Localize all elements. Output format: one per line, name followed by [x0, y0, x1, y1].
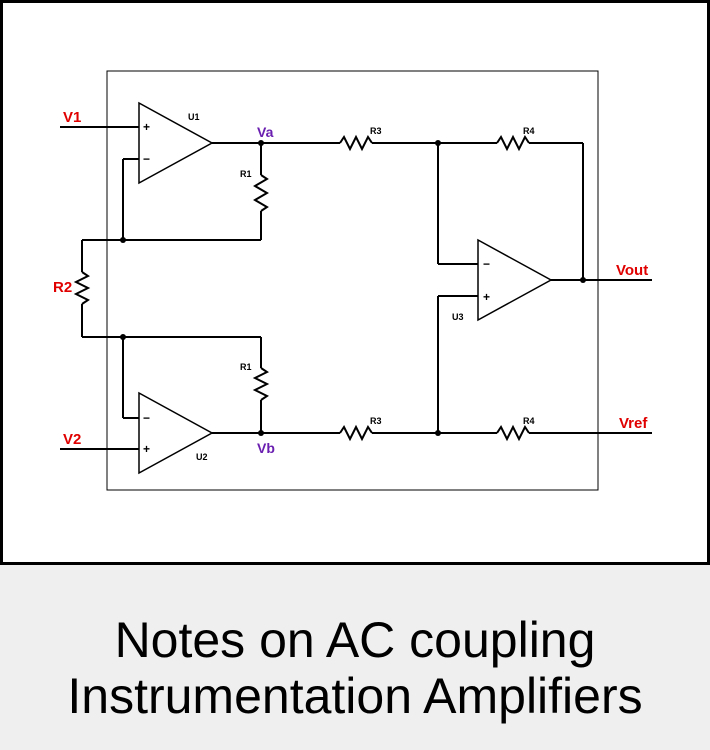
instrumentation-amplifier-schematic: + − U1 V1 Va R1 R2 R1	[53, 70, 652, 491]
vref-label: Vref	[619, 415, 648, 432]
r2-resistor	[73, 271, 91, 305]
u2-label: U2	[196, 452, 208, 462]
u3-plus-sign: +	[483, 290, 490, 304]
r3-top-label: R3	[370, 126, 382, 136]
u2-plus-sign: +	[143, 442, 150, 456]
r4-top-label: R4	[523, 126, 535, 136]
title-line-1: Notes on AC coupling	[114, 612, 596, 668]
u3-minus-sign: −	[483, 257, 490, 271]
r4-bottom-resistor	[496, 424, 530, 442]
r4-bottom-label: R4	[523, 416, 535, 426]
r4-top-resistor	[496, 134, 530, 152]
u2-minus-sign: −	[143, 411, 150, 425]
schematic-panel: + − U1 V1 Va R1 R2 R1	[0, 0, 710, 565]
r1-bottom-label: R1	[240, 362, 252, 372]
u1-plus-sign: +	[143, 120, 150, 134]
r2-label: R2	[53, 279, 72, 296]
page-title: Notes on AC coupling Instrumentation Amp…	[0, 612, 710, 724]
u3-label: U3	[452, 312, 464, 322]
u2-feedback-junction	[120, 334, 126, 340]
r1-top-resistor	[253, 174, 269, 212]
r1-bottom-resistor	[252, 367, 270, 401]
vout-label: Vout	[616, 262, 648, 279]
title-line-2: Instrumentation Amplifiers	[67, 668, 643, 724]
r3-bottom-resistor	[339, 424, 373, 442]
r1-top-label: R1	[240, 169, 252, 179]
v1-label: V1	[63, 109, 81, 126]
vb-label: Vb	[257, 440, 275, 456]
vout-junction	[580, 277, 586, 283]
r3-top-resistor	[339, 134, 373, 152]
u1-label: U1	[188, 112, 200, 122]
u1-feedback-junction	[120, 237, 126, 243]
opamp-u3	[477, 238, 553, 322]
vb-junction	[258, 430, 264, 436]
va-label: Va	[257, 124, 274, 140]
u1-minus-sign: −	[143, 152, 150, 166]
v2-label: V2	[63, 431, 81, 448]
u3-plus-junction	[435, 430, 441, 436]
opamp-u1	[138, 101, 214, 185]
opamp-u2	[138, 391, 214, 475]
r3-bottom-label: R3	[370, 416, 382, 426]
